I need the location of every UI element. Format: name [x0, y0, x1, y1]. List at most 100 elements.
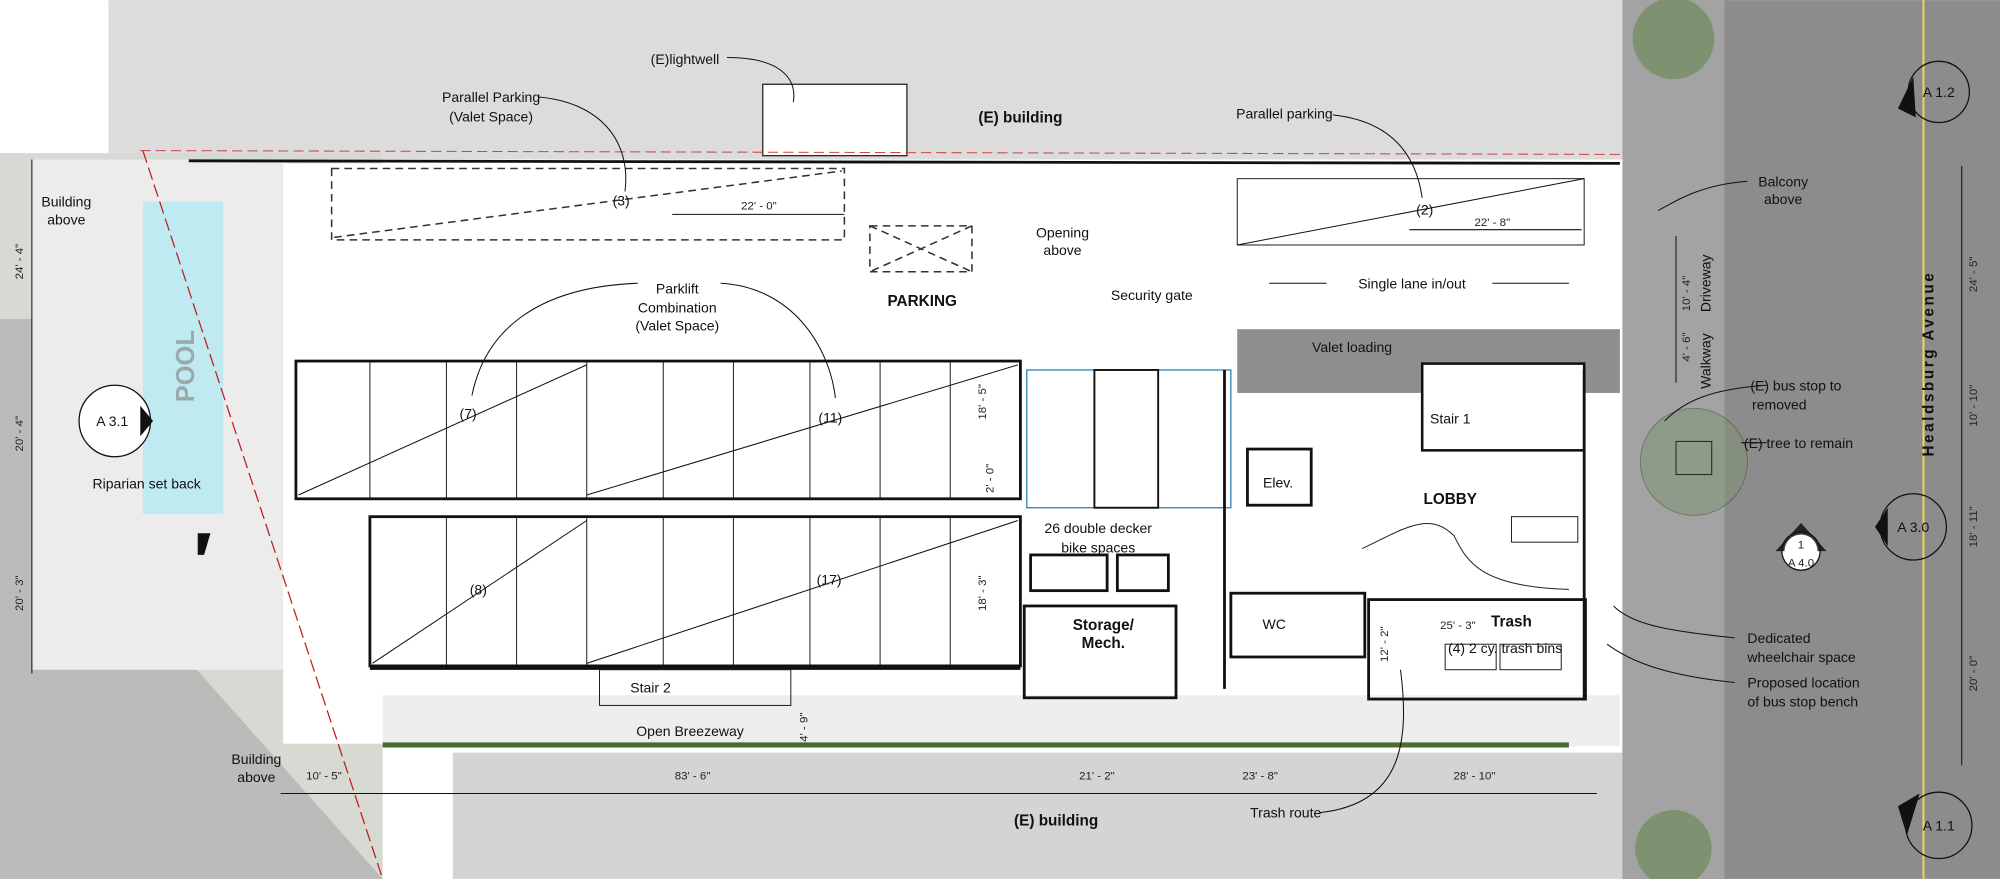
marker-label: A 1.1 — [1923, 817, 1955, 833]
building-above-label: above — [237, 769, 275, 785]
trash-bin — [1444, 643, 1497, 671]
storage-label: Storage/ — [1073, 617, 1135, 634]
marker-sheet: A 4.0 — [1788, 557, 1814, 569]
dimension-label: 20' - 3" — [14, 575, 26, 611]
count-line — [586, 364, 1019, 496]
dimension-label: 22' - 0" — [741, 200, 777, 212]
dimension-label: 23' - 8" — [1242, 770, 1278, 782]
north-wall — [188, 159, 1620, 165]
bus-stop-label: removed — [1752, 397, 1807, 413]
opening-above-box — [869, 225, 973, 273]
existing-building-label: (E) building — [1014, 812, 1098, 829]
dimension-label: 24' - 4" — [14, 244, 26, 280]
section-arrow-icon — [197, 533, 211, 555]
leader — [1332, 114, 1423, 198]
leader — [1657, 180, 1748, 212]
lobby-table — [1510, 516, 1579, 543]
opening-x — [869, 225, 973, 273]
storage-mech-room — [1022, 604, 1178, 700]
building-above-label: Building — [231, 751, 281, 767]
walkway-label: Walkway — [1697, 333, 1713, 389]
bike-spaces-label: bike spaces — [1061, 539, 1135, 555]
dimension-label: 28' - 10" — [1454, 770, 1496, 782]
stair-label: Stair 2 — [630, 680, 671, 696]
dimension-label: 24' - 5" — [1968, 257, 1980, 293]
parking-label: PARKING — [887, 293, 956, 310]
elevator-label: Elev. — [1263, 474, 1293, 490]
tree-icon — [1639, 407, 1748, 516]
dimension-label: 21' - 2" — [1079, 770, 1115, 782]
parking-count: (17) — [817, 571, 842, 587]
dimension-label: 10' - 4" — [1681, 276, 1693, 312]
section-marker-a12[interactable]: A 1.2 — [1897, 60, 1971, 124]
security-gate-label: Security gate — [1111, 287, 1193, 303]
bench-label: of bus stop bench — [1747, 694, 1858, 710]
leader — [727, 56, 795, 103]
building-above-label: Building — [41, 194, 91, 210]
tree-grate — [1675, 440, 1713, 476]
pool — [142, 201, 224, 515]
leader — [1664, 384, 1767, 422]
leader — [471, 282, 638, 396]
trash-label: Trash — [1491, 613, 1532, 630]
dimension-label: 4' - 9" — [798, 713, 810, 742]
parallel-diagonal — [334, 170, 842, 239]
balcony-label: above — [1764, 191, 1802, 207]
parallel-parking-label: Parallel parking — [1236, 106, 1333, 122]
parking-count: (7) — [460, 405, 477, 421]
dimension-label: 4' - 6" — [1681, 332, 1693, 361]
property-line — [140, 150, 1620, 155]
parklift-label: Combination — [638, 300, 717, 316]
bike-spaces-label: 26 double decker — [1044, 520, 1152, 536]
parallel-diagonal — [1237, 178, 1585, 246]
leader — [720, 282, 836, 399]
valet-loading-label: Valet loading — [1312, 339, 1392, 355]
leader — [538, 96, 627, 192]
leader — [1606, 643, 1735, 683]
dimension-label: 22' - 8" — [1475, 217, 1511, 229]
tree-icon — [1635, 810, 1712, 879]
trash-route-label: Trash route — [1250, 805, 1321, 821]
wheelchair-label: Dedicated — [1747, 630, 1810, 646]
parallel-parking-right — [1236, 178, 1585, 246]
parklift-row-bottom — [368, 515, 1022, 668]
breezeway-floor — [382, 695, 1620, 747]
parking-count: (2) — [1416, 201, 1433, 217]
count-line — [298, 364, 587, 496]
dimension-label: 18' - 3" — [977, 575, 989, 611]
dimension-label: 20' - 4" — [14, 416, 26, 452]
section-marker-a30[interactable]: A 3.0 — [1875, 493, 1948, 561]
bike-bench — [1115, 553, 1170, 593]
section-marker-a40[interactable]: 1 A 4.0 — [1775, 523, 1827, 571]
balcony-label: Balcony — [1758, 173, 1808, 189]
riparian-label: Riparian set back — [93, 476, 202, 492]
plan-area — [283, 163, 1620, 744]
trash-bin — [1499, 643, 1562, 671]
opening-above-label: Opening — [1036, 224, 1089, 240]
lobby-label: LOBBY — [1423, 491, 1477, 508]
tree-label: (E) tree to remain — [1744, 435, 1853, 451]
existing-building-bottom — [452, 752, 1623, 879]
dimension-label: 20' - 0" — [1968, 656, 1980, 692]
dimension-label: 18' - 5" — [977, 384, 989, 420]
marker-label: A 1.2 — [1923, 84, 1955, 100]
wheelchair-label: wheelchair space — [1746, 649, 1855, 665]
building-above-label: above — [47, 212, 85, 228]
bike-rack-center — [1093, 369, 1160, 509]
section-marker-a11[interactable]: A 1.1 — [1897, 791, 1973, 860]
dimension-label: 10' - 10" — [1968, 385, 1980, 427]
single-lane-label: Single lane in/out — [1358, 275, 1466, 291]
dimension-label: 12' - 2" — [1379, 626, 1391, 662]
parallel-parking-valet-label: Parallel Parking — [442, 89, 540, 105]
dimension-label: 25' - 3" — [1440, 620, 1476, 632]
dimension-label: 18' - 11" — [1968, 506, 1980, 547]
pool-label: POOL — [172, 330, 200, 402]
lobby-desk — [1362, 523, 1569, 590]
labels: (E)lightwell Parallel Parking (Valet Spa… — [14, 51, 1980, 829]
parking-count: (11) — [818, 409, 842, 425]
parklift-row-top — [294, 359, 1022, 501]
parking-count: (3) — [613, 192, 630, 208]
street-name-label: Healdsburg Avenue — [1921, 271, 1938, 457]
section-marker-a31[interactable]: A 3.1 — [78, 384, 154, 458]
